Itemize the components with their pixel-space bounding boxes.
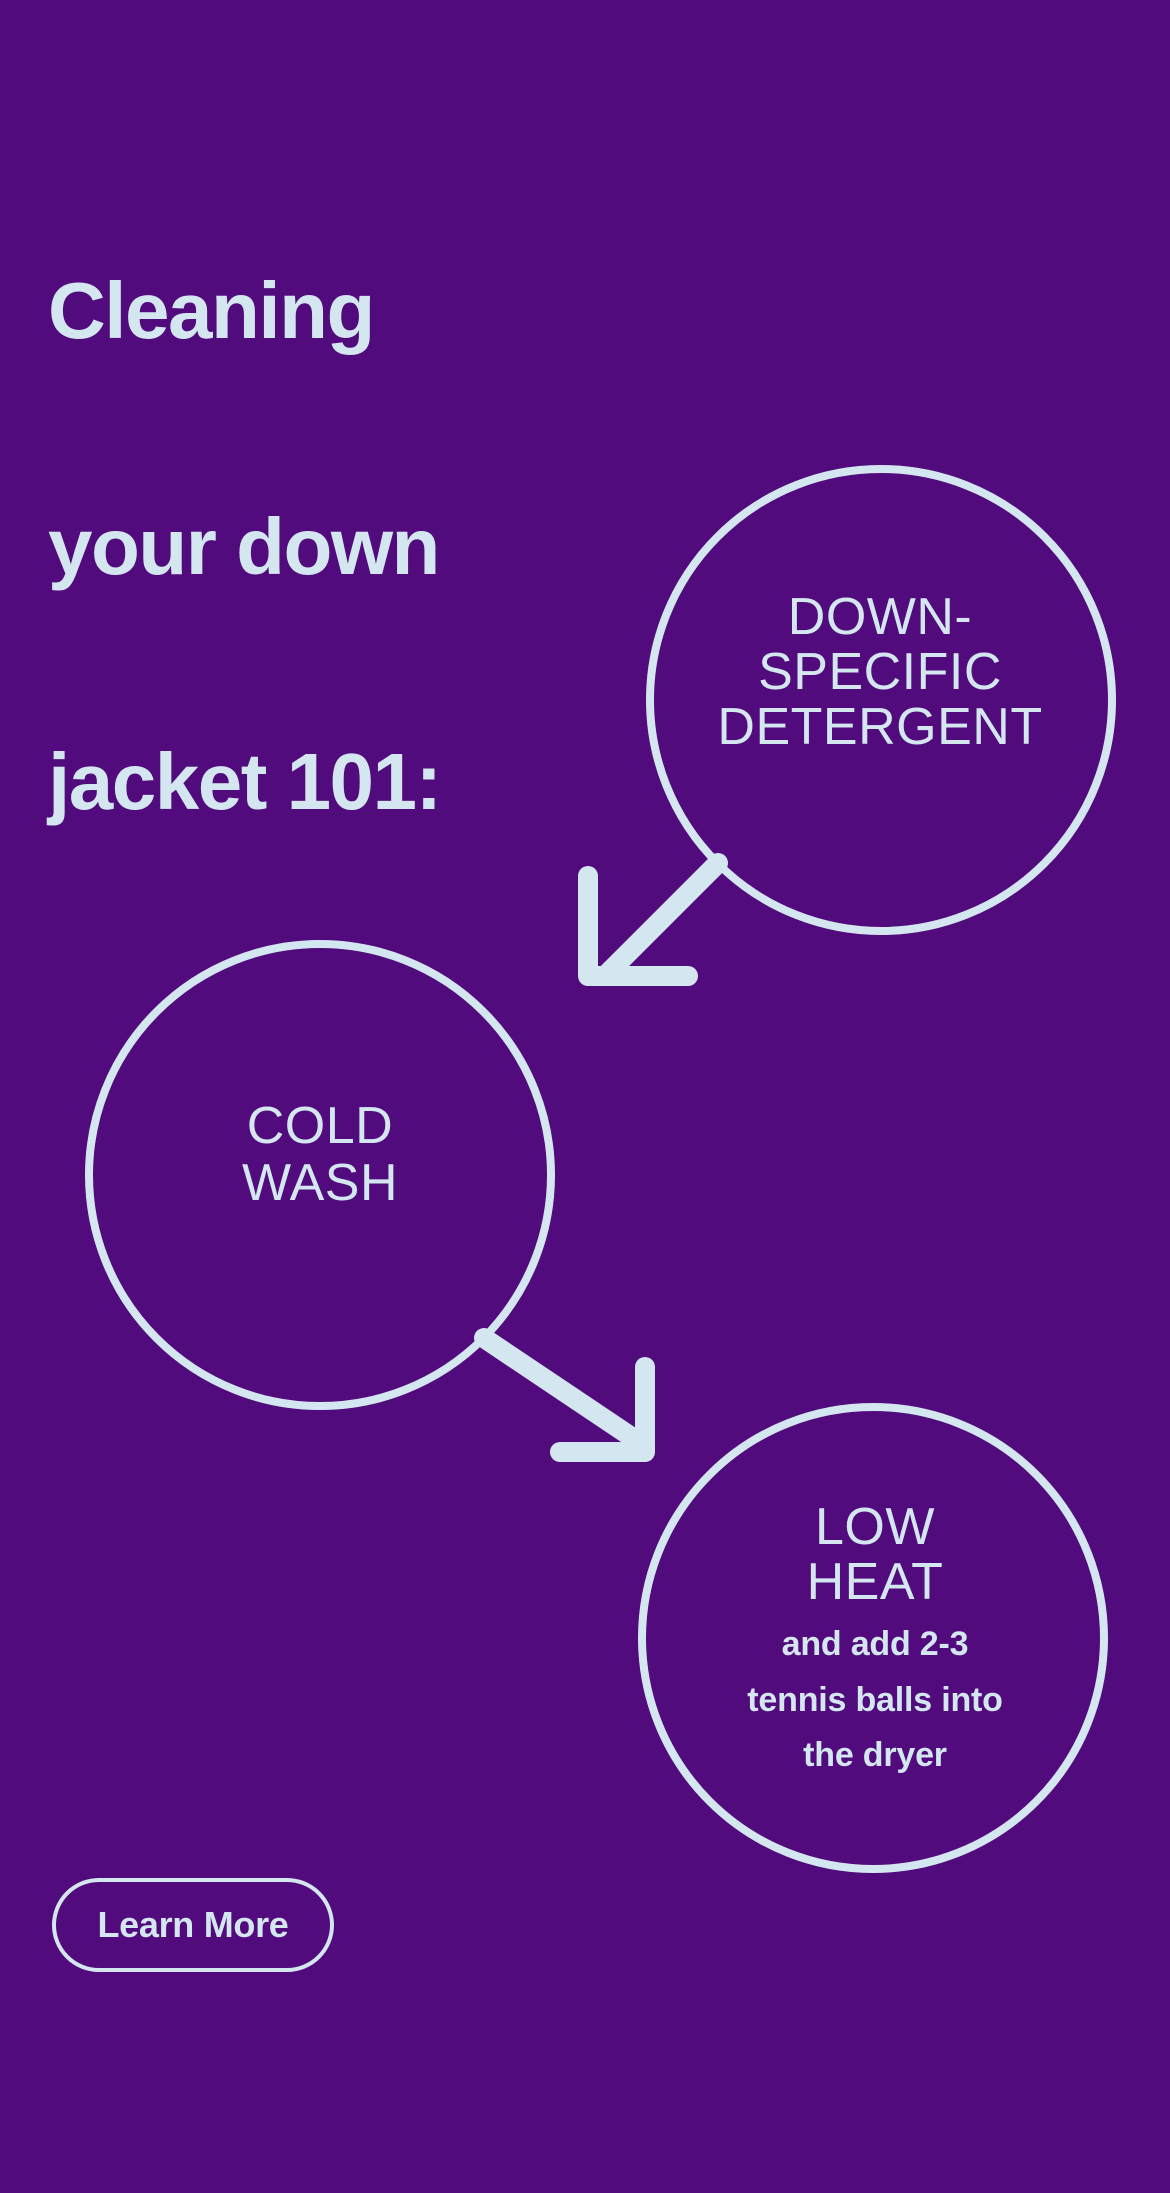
arrow-coldwash-to-lowheat — [474, 1328, 655, 1462]
page-title-line-3: jacket 101: — [48, 736, 442, 826]
step-label-cold-wash: COLD WASH — [130, 1098, 510, 1211]
step-label-low-heat-line-2: HEAT — [806, 1553, 944, 1612]
page-title-line-1: Cleaning — [48, 266, 375, 356]
page-title: Cleaning your down jacket 101: — [48, 116, 808, 978]
step-label-cold-wash-line-1: COLD — [246, 1097, 394, 1155]
step-label-low-heat-line-1: LOW — [815, 1498, 935, 1556]
step-label-low-heat: LOW HEAT and add 2-3 tennis balls into t… — [650, 1498, 1100, 1777]
page-title-line-2: your down — [48, 501, 440, 591]
learn-more-button[interactable]: Learn More — [52, 1878, 334, 1972]
step-note-low-heat-line-2: tennis balls into — [747, 1680, 1003, 1719]
step-note-low-heat-line-3: the dryer — [803, 1736, 947, 1775]
step-circle-low-heat — [638, 1403, 1108, 1873]
step-note-low-heat-line-1: and add 2-3 — [781, 1625, 969, 1664]
step-circle-cold-wash — [85, 940, 555, 1410]
step-label-cold-wash-line-2: WASH — [241, 1153, 399, 1212]
